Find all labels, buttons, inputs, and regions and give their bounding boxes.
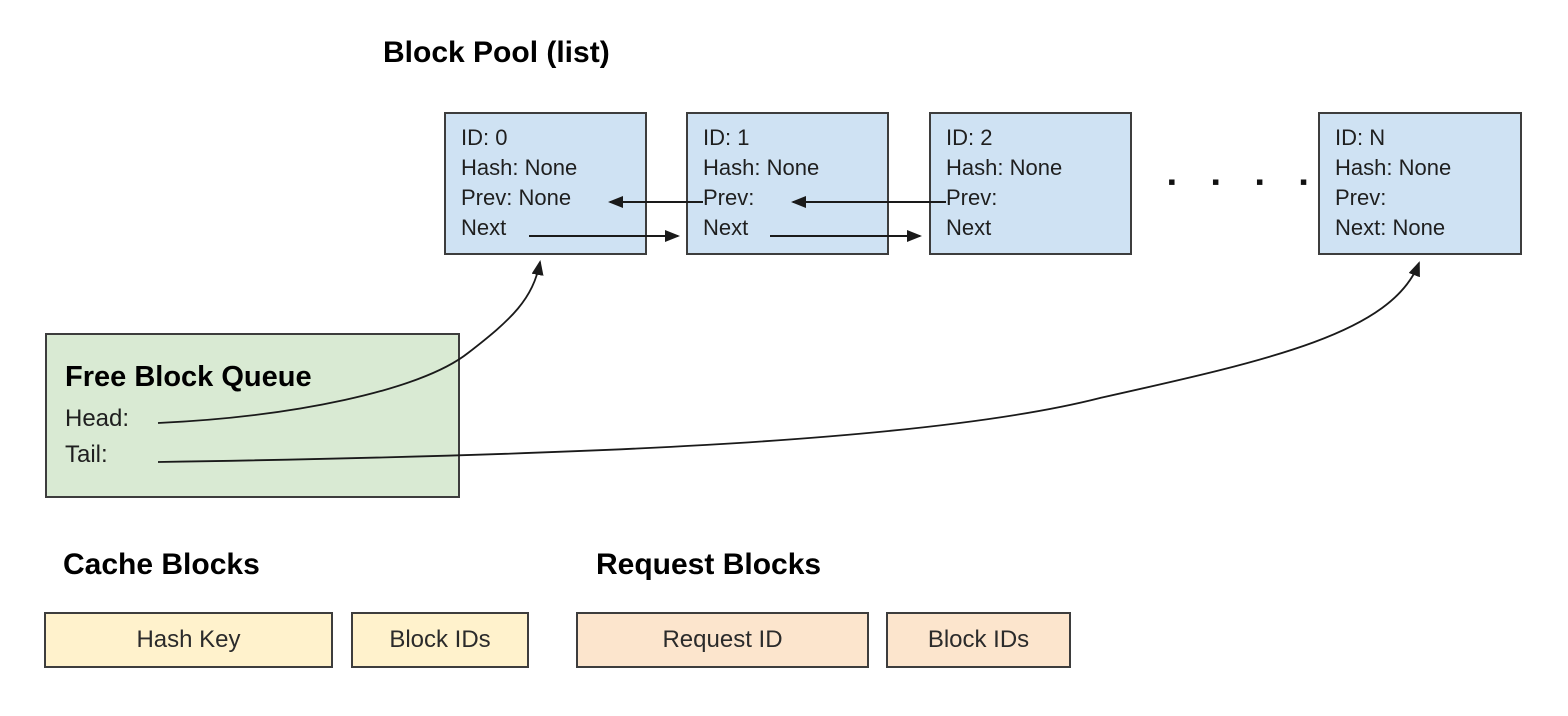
queue-head-label: Head: bbox=[65, 405, 130, 432]
queue-tail-label: Tail: bbox=[65, 441, 108, 468]
free-block-queue-title: Free Block Queue bbox=[65, 361, 312, 393]
request-blocks-title: Request Blocks bbox=[596, 548, 822, 581]
pool-block-n: ID: N Hash: None Prev: Next: None bbox=[1318, 112, 1522, 255]
block-next-line: Next bbox=[461, 215, 507, 240]
block-prev-line: Prev: None bbox=[461, 185, 572, 210]
block-hash-line: Hash: None bbox=[461, 155, 578, 180]
pool-block-0: ID: 0 Hash: None Prev: None Next bbox=[444, 112, 647, 255]
block-next-line: Next bbox=[946, 215, 992, 240]
cache-blocks-title: Cache Blocks bbox=[63, 548, 260, 581]
pool-block-1: ID: 1 Hash: None Prev: Next bbox=[686, 112, 889, 255]
block-prev-line: Prev: bbox=[1335, 185, 1387, 210]
block-hash-line: Hash: None bbox=[1335, 155, 1452, 180]
request-block-ids-box: Block IDs bbox=[886, 612, 1071, 668]
pool-block-2: ID: 2 Hash: None Prev: Next bbox=[929, 112, 1132, 255]
ellipsis-dots-icon: ▪ ▪ ▪ ▪ bbox=[1168, 169, 1323, 194]
block-next-line: Next: None bbox=[1335, 215, 1446, 240]
block-hash-line: Hash: None bbox=[703, 155, 820, 180]
block-next-line: Next bbox=[703, 215, 749, 240]
cache-hash-key-box: Hash Key bbox=[44, 612, 333, 668]
cache-block-ids-box: Block IDs bbox=[351, 612, 529, 668]
block-prev-line: Prev: bbox=[703, 185, 755, 210]
block-prev-line: Prev: bbox=[946, 185, 998, 210]
free-block-queue-box: Free Block Queue Head: Tail: bbox=[45, 333, 460, 498]
block-id-line: ID: 2 bbox=[946, 125, 993, 150]
block-pool-title: Block Pool (list) bbox=[383, 36, 610, 69]
block-hash-line: Hash: None bbox=[946, 155, 1063, 180]
block-id-line: ID: 1 bbox=[703, 125, 750, 150]
block-id-line: ID: 0 bbox=[461, 125, 508, 150]
block-id-line: ID: N bbox=[1335, 125, 1386, 150]
request-id-box: Request ID bbox=[576, 612, 869, 668]
